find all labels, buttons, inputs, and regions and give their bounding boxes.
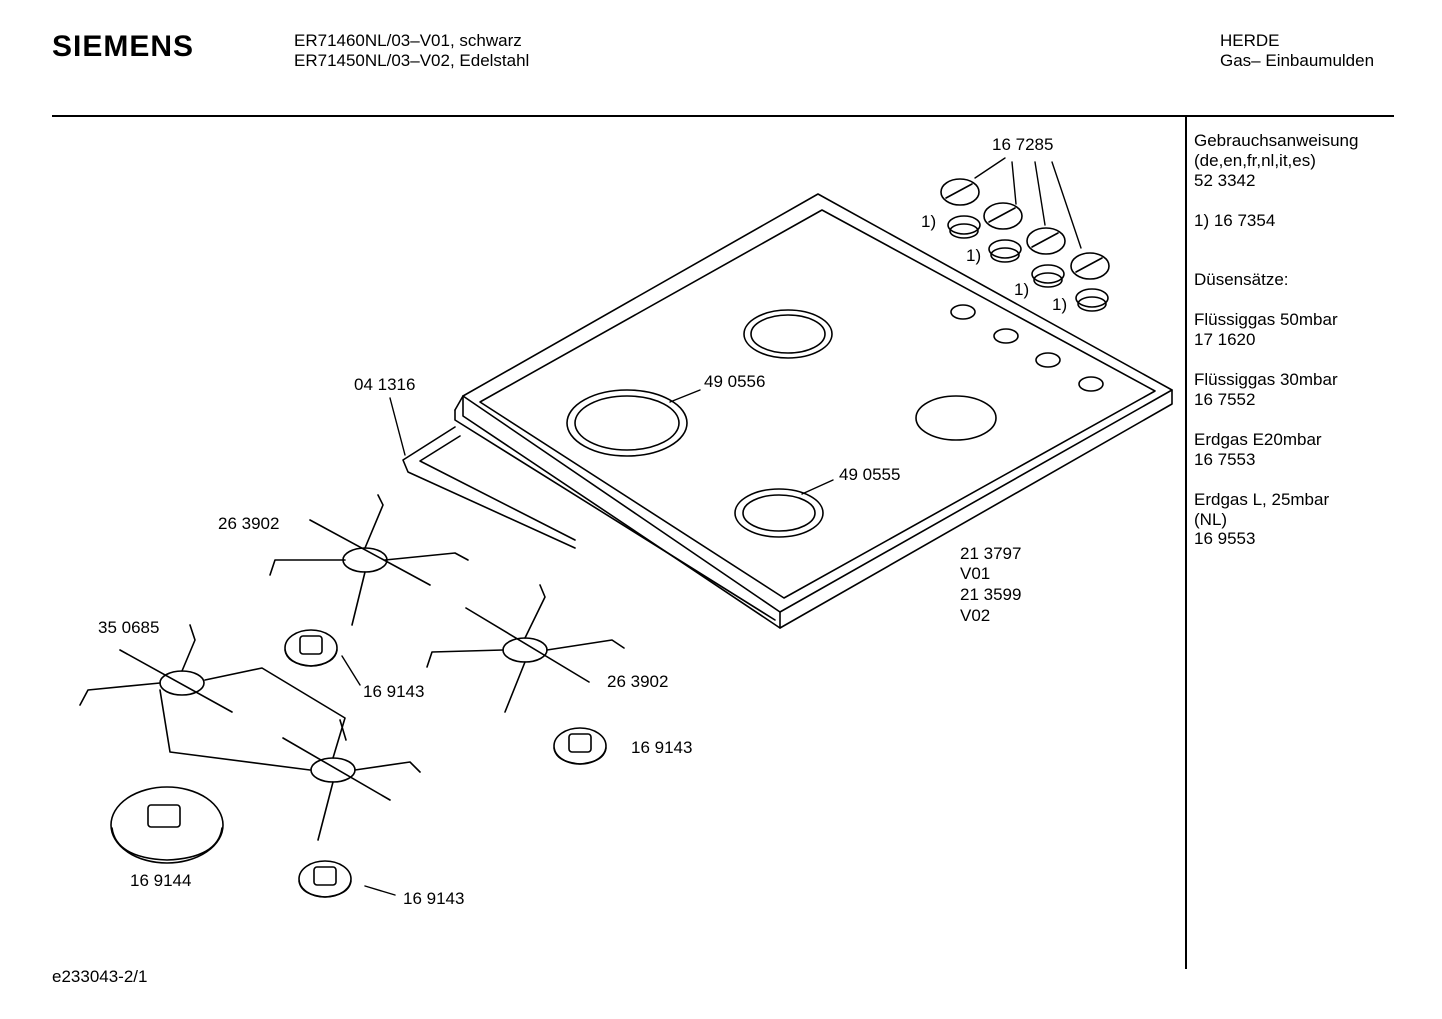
sidebar-nozzle-3-number: 16 7553 (1194, 450, 1256, 469)
knob-spring (947, 215, 981, 239)
label-note-1: 1) (1052, 295, 1068, 314)
knob (1070, 252, 1110, 280)
label-grate-right: 26 3902 (607, 672, 669, 691)
pan-grate-left (269, 494, 469, 626)
knob-spring (1075, 288, 1109, 312)
burner-cap-large (110, 786, 224, 864)
sidebar-divider (1185, 117, 1187, 969)
burner-openings (566, 304, 1104, 538)
model-line-2: ER71450NL/03–V02, Edelstahl (294, 51, 530, 70)
sidebar-nozzle-1-name: Flüssiggas 50mbar (1194, 310, 1338, 329)
sidebar-nozzle-4-number: 16 9553 (1194, 529, 1256, 548)
label-hob-v01-number: 21 3797 (960, 544, 1022, 563)
label-burner-cap-b: 16 9143 (631, 738, 693, 757)
burner-ring-small (734, 488, 824, 538)
label-knobs: 16 7285 (992, 135, 1054, 154)
knob-spring (1031, 264, 1065, 288)
knob (1026, 227, 1066, 255)
label-hob-v01: V01 (960, 564, 991, 583)
control-hole (1035, 352, 1061, 368)
document-id: e233043-2/1 (52, 967, 148, 986)
burner-cap (284, 629, 338, 667)
exploded-parts-drawing (79, 157, 1173, 898)
sidebar-nozzle-2-number: 16 7552 (1194, 390, 1256, 409)
label-grate-left: 26 3902 (218, 514, 280, 533)
sidebar-manual-title: Gebrauchsanweisung (1194, 131, 1359, 150)
sidebar-nozzle-2-name: Flüssiggas 30mbar (1194, 370, 1338, 389)
burner-cap (298, 860, 352, 898)
header-divider (52, 115, 1394, 117)
label-frame: 04 1316 (354, 375, 416, 394)
control-hole (1078, 376, 1104, 392)
sidebar-nozzle-title: Düsensätze: (1194, 270, 1289, 289)
knob (940, 178, 980, 206)
sidebar-nozzle-4-region: (NL) (1194, 510, 1228, 529)
leader-lines (341, 157, 1082, 896)
label-note-1: 1) (921, 212, 937, 231)
label-hob-v02-number: 21 3599 (960, 585, 1022, 604)
sidebar-manual-number: 52 3342 (1194, 171, 1256, 190)
model-line-1: ER71460NL/03–V01, schwarz (294, 31, 522, 50)
label-note-1: 1) (966, 246, 982, 265)
label-burner-ring-small: 49 0555 (839, 465, 901, 484)
label-grate-double: 35 0685 (98, 618, 160, 637)
burner-ring-large (566, 389, 688, 457)
category-title: HERDE (1220, 31, 1280, 50)
label-note-1: 1) (1014, 280, 1030, 299)
label-burner-cap-large: 16 9144 (130, 871, 192, 890)
knob (983, 202, 1023, 230)
subcategory-title: Gas– Einbaumulden (1220, 51, 1375, 70)
control-knobs (940, 178, 1110, 312)
burner-ring-rear (743, 309, 833, 359)
sidebar-nozzle-1-number: 17 1620 (1194, 330, 1256, 349)
burner-opening-right (915, 395, 997, 441)
pan-grate-double (79, 624, 421, 841)
sidebar-manual-langs: (de,en,fr,nl,it,es) (1194, 151, 1316, 170)
label-burner-cap-c: 16 9143 (403, 889, 465, 908)
knob-spring (988, 239, 1022, 263)
pan-grate-right (426, 584, 625, 713)
hob-plate (454, 193, 1173, 629)
control-hole (993, 328, 1019, 344)
burner-cap (553, 727, 607, 765)
brand-logo: SIEMENS (52, 30, 195, 63)
label-hob-v02: V02 (960, 606, 991, 625)
sidebar-nozzle-3-name: Erdgas E20mbar (1194, 430, 1322, 449)
control-hole (950, 304, 976, 320)
label-burner-cap-a: 16 9143 (363, 682, 425, 701)
sidebar-nozzle-4-name: Erdgas L, 25mbar (1194, 490, 1330, 509)
label-burner-ring-large: 49 0556 (704, 372, 766, 391)
sidebar-note-1: 1) 16 7354 (1194, 211, 1276, 230)
trim-frame (402, 426, 576, 549)
